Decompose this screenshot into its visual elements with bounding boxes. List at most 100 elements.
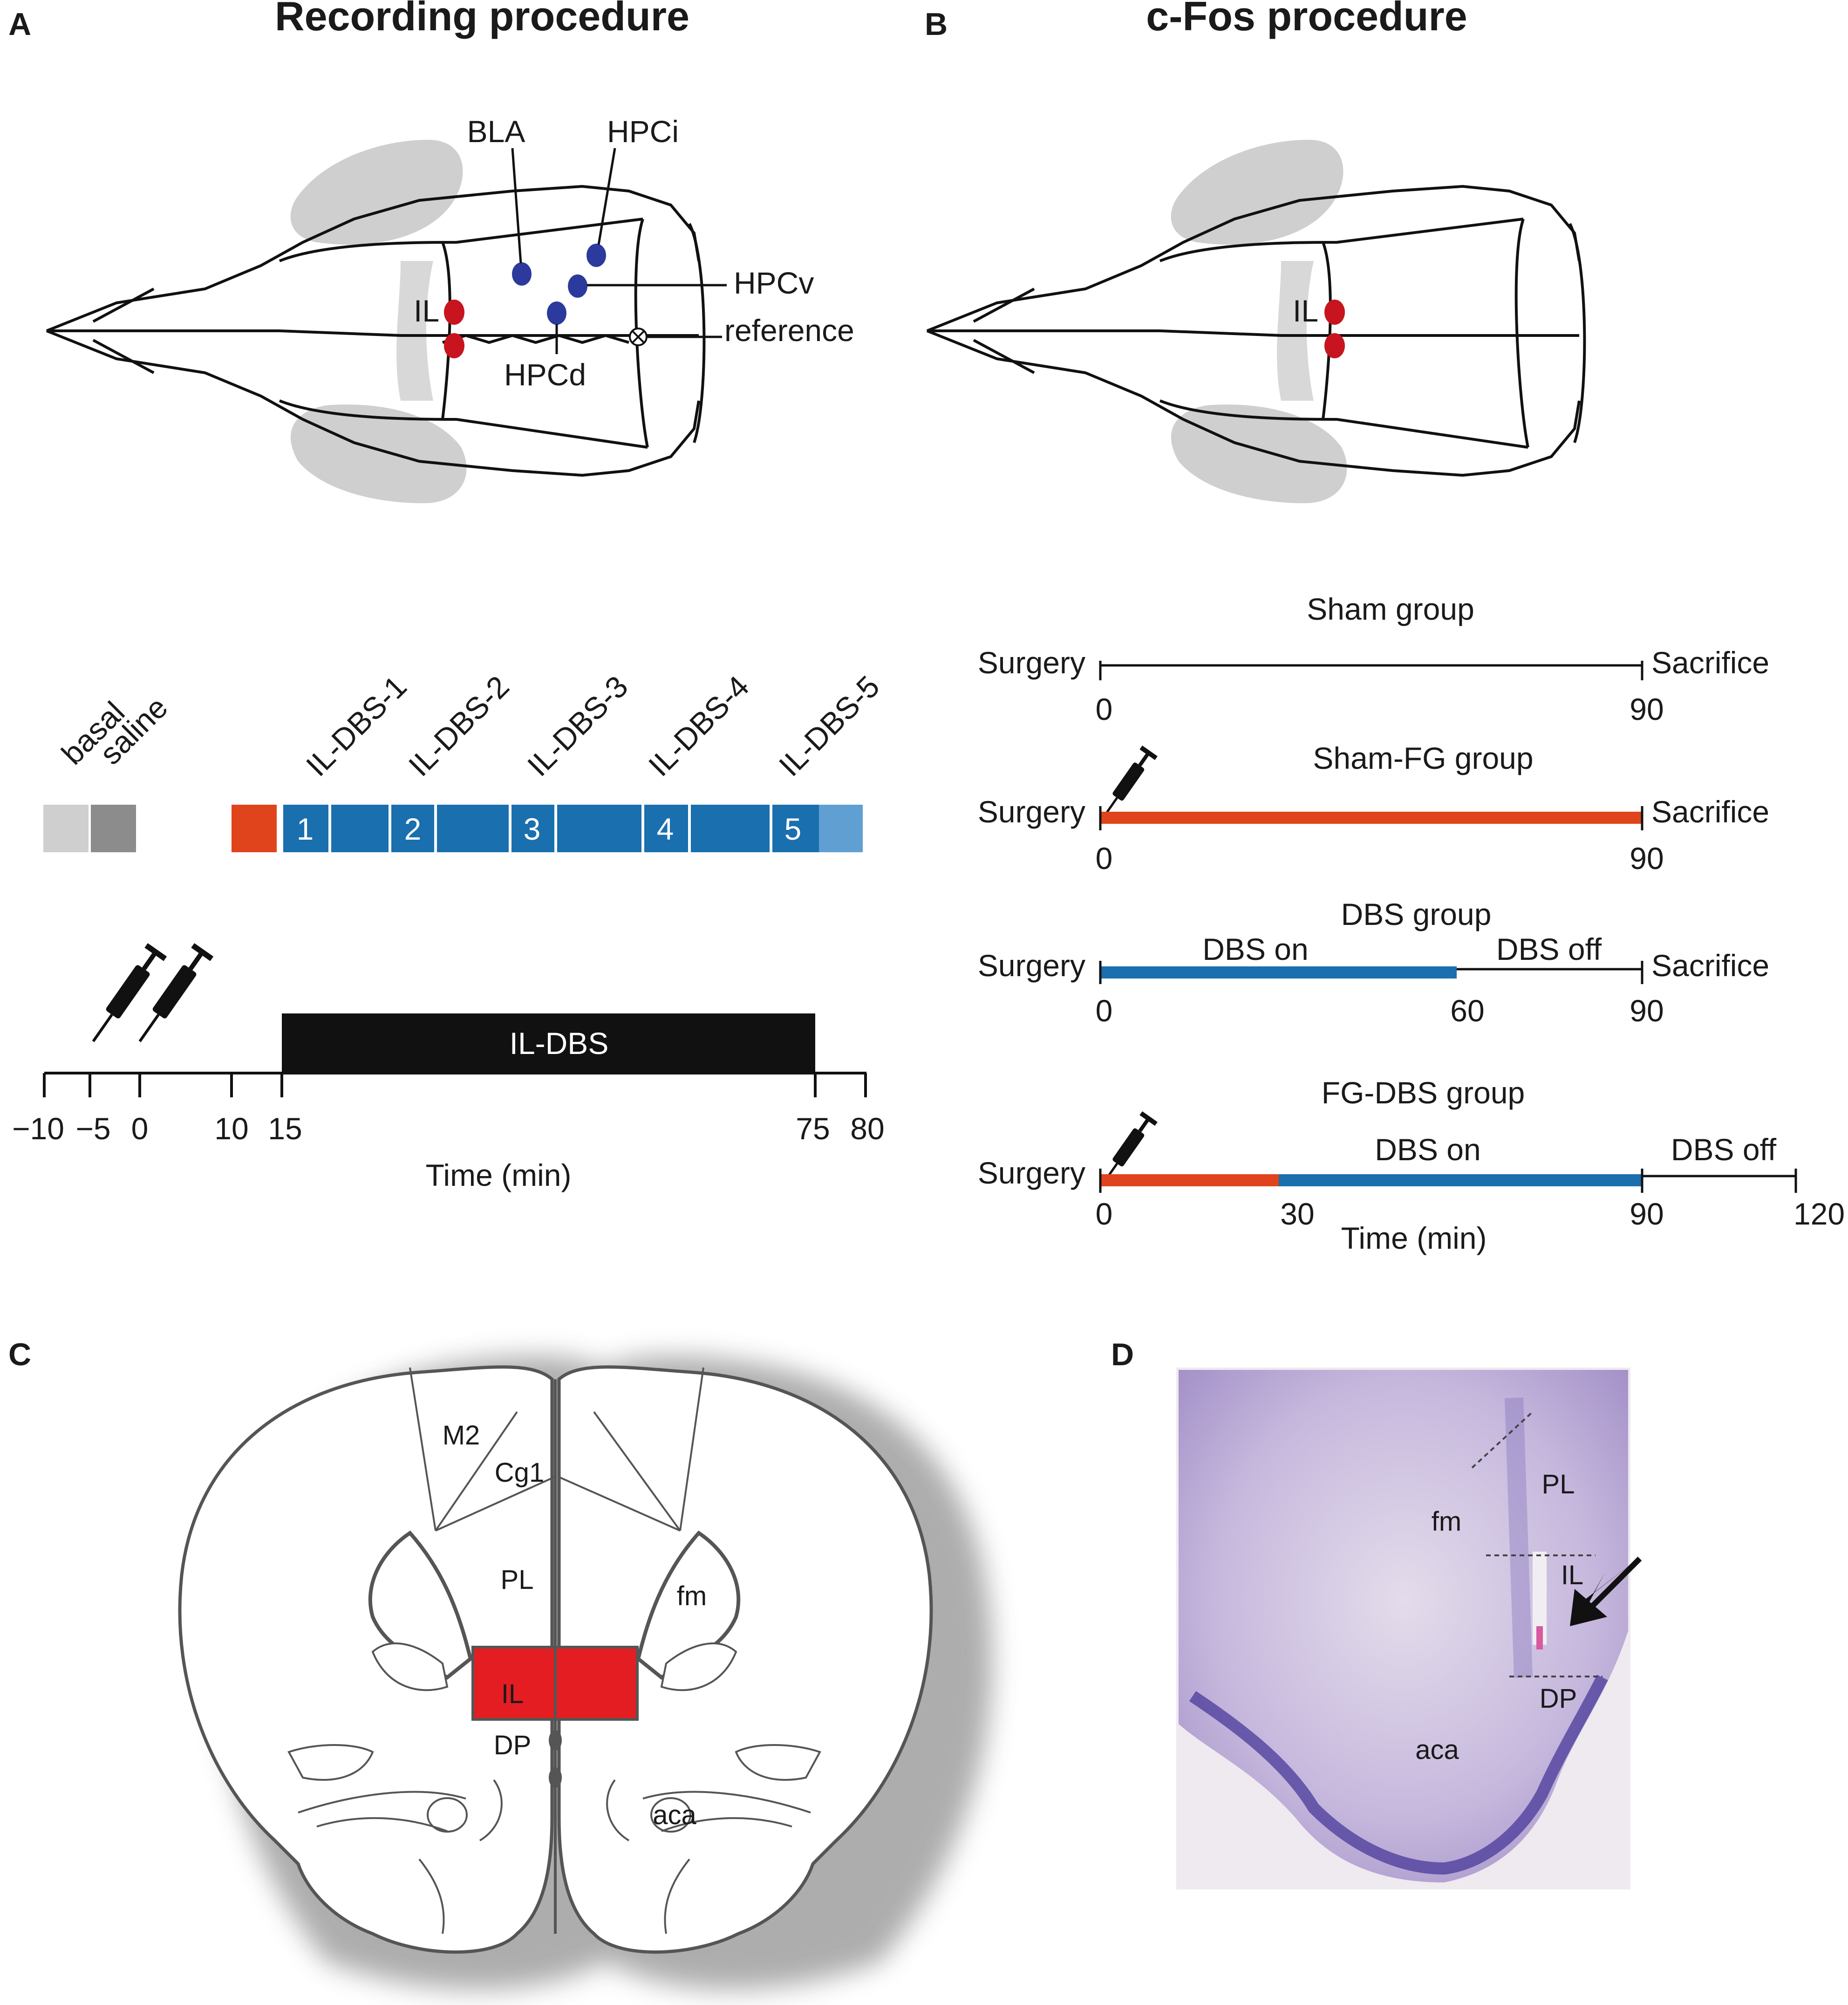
timeline-b-xlabel: Time (min) bbox=[1341, 1221, 1487, 1255]
epoch-label-dbs-1: IL-DBS-1 bbox=[300, 669, 413, 783]
group-name: Sham-FG group bbox=[1313, 741, 1533, 775]
il-dbs-timeline: IL-DBS −10 −5 0 10 15 75 80 Time (min) bbox=[12, 1013, 885, 1192]
dbs-on-bar bbox=[1100, 966, 1457, 979]
tick-label: 90 bbox=[1630, 692, 1664, 726]
panel-b-title: c-Fos procedure bbox=[1146, 0, 1467, 39]
segment-number-2: 2 bbox=[404, 812, 422, 846]
dbs-on-bar bbox=[1279, 1174, 1642, 1186]
panel-c: C bbox=[8, 1337, 993, 1990]
syringe-icon bbox=[1105, 1111, 1158, 1180]
il-dbs-bar bbox=[282, 1013, 815, 1073]
tick-label: 15 bbox=[268, 1111, 302, 1146]
label-bla: BLA bbox=[467, 114, 525, 149]
tick-label: 0 bbox=[1096, 692, 1113, 726]
label-il-a: IL bbox=[414, 294, 439, 328]
region-label-il: IL bbox=[1561, 1560, 1583, 1590]
epoch-post-dbs-block bbox=[819, 805, 863, 852]
region-label-pl: PL bbox=[1542, 1469, 1575, 1499]
label-hpcv: HPCv bbox=[734, 266, 814, 300]
dbs-off-label: DBS off bbox=[1496, 932, 1602, 966]
region-label-aca: aca bbox=[653, 1800, 696, 1830]
brain-section-diagram bbox=[178, 1365, 933, 1954]
epoch-basal-block bbox=[43, 805, 89, 852]
label-hpcd: HPCd bbox=[504, 357, 586, 392]
dbs-off-label: DBS off bbox=[1671, 1132, 1777, 1167]
tick-label: 90 bbox=[1630, 841, 1664, 876]
region-label-m2: M2 bbox=[443, 1420, 480, 1451]
panel-letter-c: C bbox=[8, 1337, 31, 1372]
region-label-il: IL bbox=[501, 1679, 524, 1709]
dbs-on-label: DBS on bbox=[1375, 1132, 1480, 1167]
tick-label: 90 bbox=[1630, 993, 1664, 1028]
panel-letter-d: D bbox=[1111, 1337, 1134, 1372]
tick-label: 0 bbox=[1096, 841, 1113, 876]
tick-label: 10 bbox=[214, 1111, 248, 1146]
panel-letter-b: B bbox=[925, 7, 948, 42]
skull-diagram-b bbox=[926, 140, 1586, 503]
electrode-markers-a bbox=[444, 148, 727, 358]
tick-label: 120 bbox=[1793, 1197, 1845, 1231]
skull-diagram-a bbox=[46, 140, 706, 503]
il-electrode-lower-b bbox=[1324, 333, 1345, 358]
hpci-electrode bbox=[586, 244, 606, 267]
timeline-sham-fg: Sham-FG group Surgery Sacrifice 0 90 bbox=[978, 741, 1769, 876]
panel-b: B c-Fos procedure IL Sham group Surgery … bbox=[925, 0, 1845, 1255]
epoch-label-dbs-2: IL-DBS-2 bbox=[402, 669, 516, 783]
syringe-icon bbox=[92, 943, 167, 1042]
tick-label: 75 bbox=[796, 1111, 830, 1146]
panel-letter-a: A bbox=[8, 7, 31, 42]
tissue-stain bbox=[1179, 1370, 1628, 1882]
tick-label: 30 bbox=[1280, 1197, 1314, 1231]
segment-number-5: 5 bbox=[784, 812, 802, 846]
end-label: Sacrifice bbox=[1651, 645, 1769, 680]
end-label: Sacrifice bbox=[1651, 794, 1769, 829]
start-label: Surgery bbox=[978, 645, 1085, 680]
group-name: DBS group bbox=[1341, 897, 1492, 931]
start-label: Surgery bbox=[978, 794, 1085, 829]
tick-label: 0 bbox=[131, 1111, 149, 1146]
tick-label: 90 bbox=[1630, 1197, 1664, 1231]
timeline-sham: Sham group Surgery Sacrifice 0 90 bbox=[978, 592, 1769, 726]
region-label-aca: aca bbox=[1415, 1735, 1459, 1765]
panel-a-title: Recording procedure bbox=[275, 0, 689, 39]
epoch-saline-block bbox=[91, 805, 136, 852]
epoch-label-dbs-4: IL-DBS-4 bbox=[642, 669, 756, 783]
brain-section-inner-lines bbox=[287, 1367, 821, 1934]
group-name: Sham group bbox=[1307, 592, 1474, 626]
syringe-icon bbox=[1105, 746, 1158, 814]
fg-bar bbox=[1100, 812, 1642, 824]
tick-label: 60 bbox=[1450, 993, 1484, 1028]
start-label: Surgery bbox=[978, 1156, 1085, 1190]
label-il-b: IL bbox=[1293, 294, 1318, 328]
panel-a: A Recording procedure bbox=[8, 0, 886, 1192]
il-electrode-upper bbox=[444, 300, 464, 325]
region-label-fm: fm bbox=[677, 1581, 707, 1611]
epoch-label-dbs-3: IL-DBS-3 bbox=[521, 669, 634, 783]
group-name: FG-DBS group bbox=[1322, 1075, 1525, 1110]
timeline-dbs: DBS group DBS on DBS off Surgery Sacrifi… bbox=[978, 897, 1769, 1028]
segment-number-4: 4 bbox=[657, 812, 674, 846]
tick-label: 0 bbox=[1096, 1197, 1113, 1231]
epoch-dbs-block bbox=[283, 805, 819, 852]
timeline-fg-dbs: FG-DBS group DBS on DBS off Surgery 0 30… bbox=[978, 1075, 1845, 1255]
region-label-dp: DP bbox=[494, 1730, 532, 1760]
segment-number-1: 1 bbox=[297, 812, 314, 846]
region-label-pl: PL bbox=[501, 1565, 534, 1595]
tick-label: 0 bbox=[1096, 993, 1113, 1028]
hpcd-electrode bbox=[547, 301, 566, 325]
panel-d: D PL fm IL DP aca bbox=[1111, 1337, 1642, 1889]
label-reference: reference bbox=[724, 313, 854, 348]
end-label: Sacrifice bbox=[1651, 948, 1769, 983]
start-label: Surgery bbox=[978, 948, 1085, 983]
dbs-on-label: DBS on bbox=[1202, 932, 1308, 966]
bla-electrode bbox=[512, 262, 532, 286]
epoch-post-saline-block bbox=[232, 805, 277, 852]
tick-label: 80 bbox=[850, 1111, 884, 1146]
il-electrode-upper-b bbox=[1324, 300, 1345, 325]
region-label-cg1: Cg1 bbox=[495, 1458, 544, 1488]
epoch-label-dbs-5: IL-DBS-5 bbox=[772, 669, 886, 783]
timeline-a-xlabel: Time (min) bbox=[426, 1158, 572, 1192]
segment-number-3: 3 bbox=[524, 812, 541, 846]
tick-label: −5 bbox=[75, 1111, 110, 1146]
